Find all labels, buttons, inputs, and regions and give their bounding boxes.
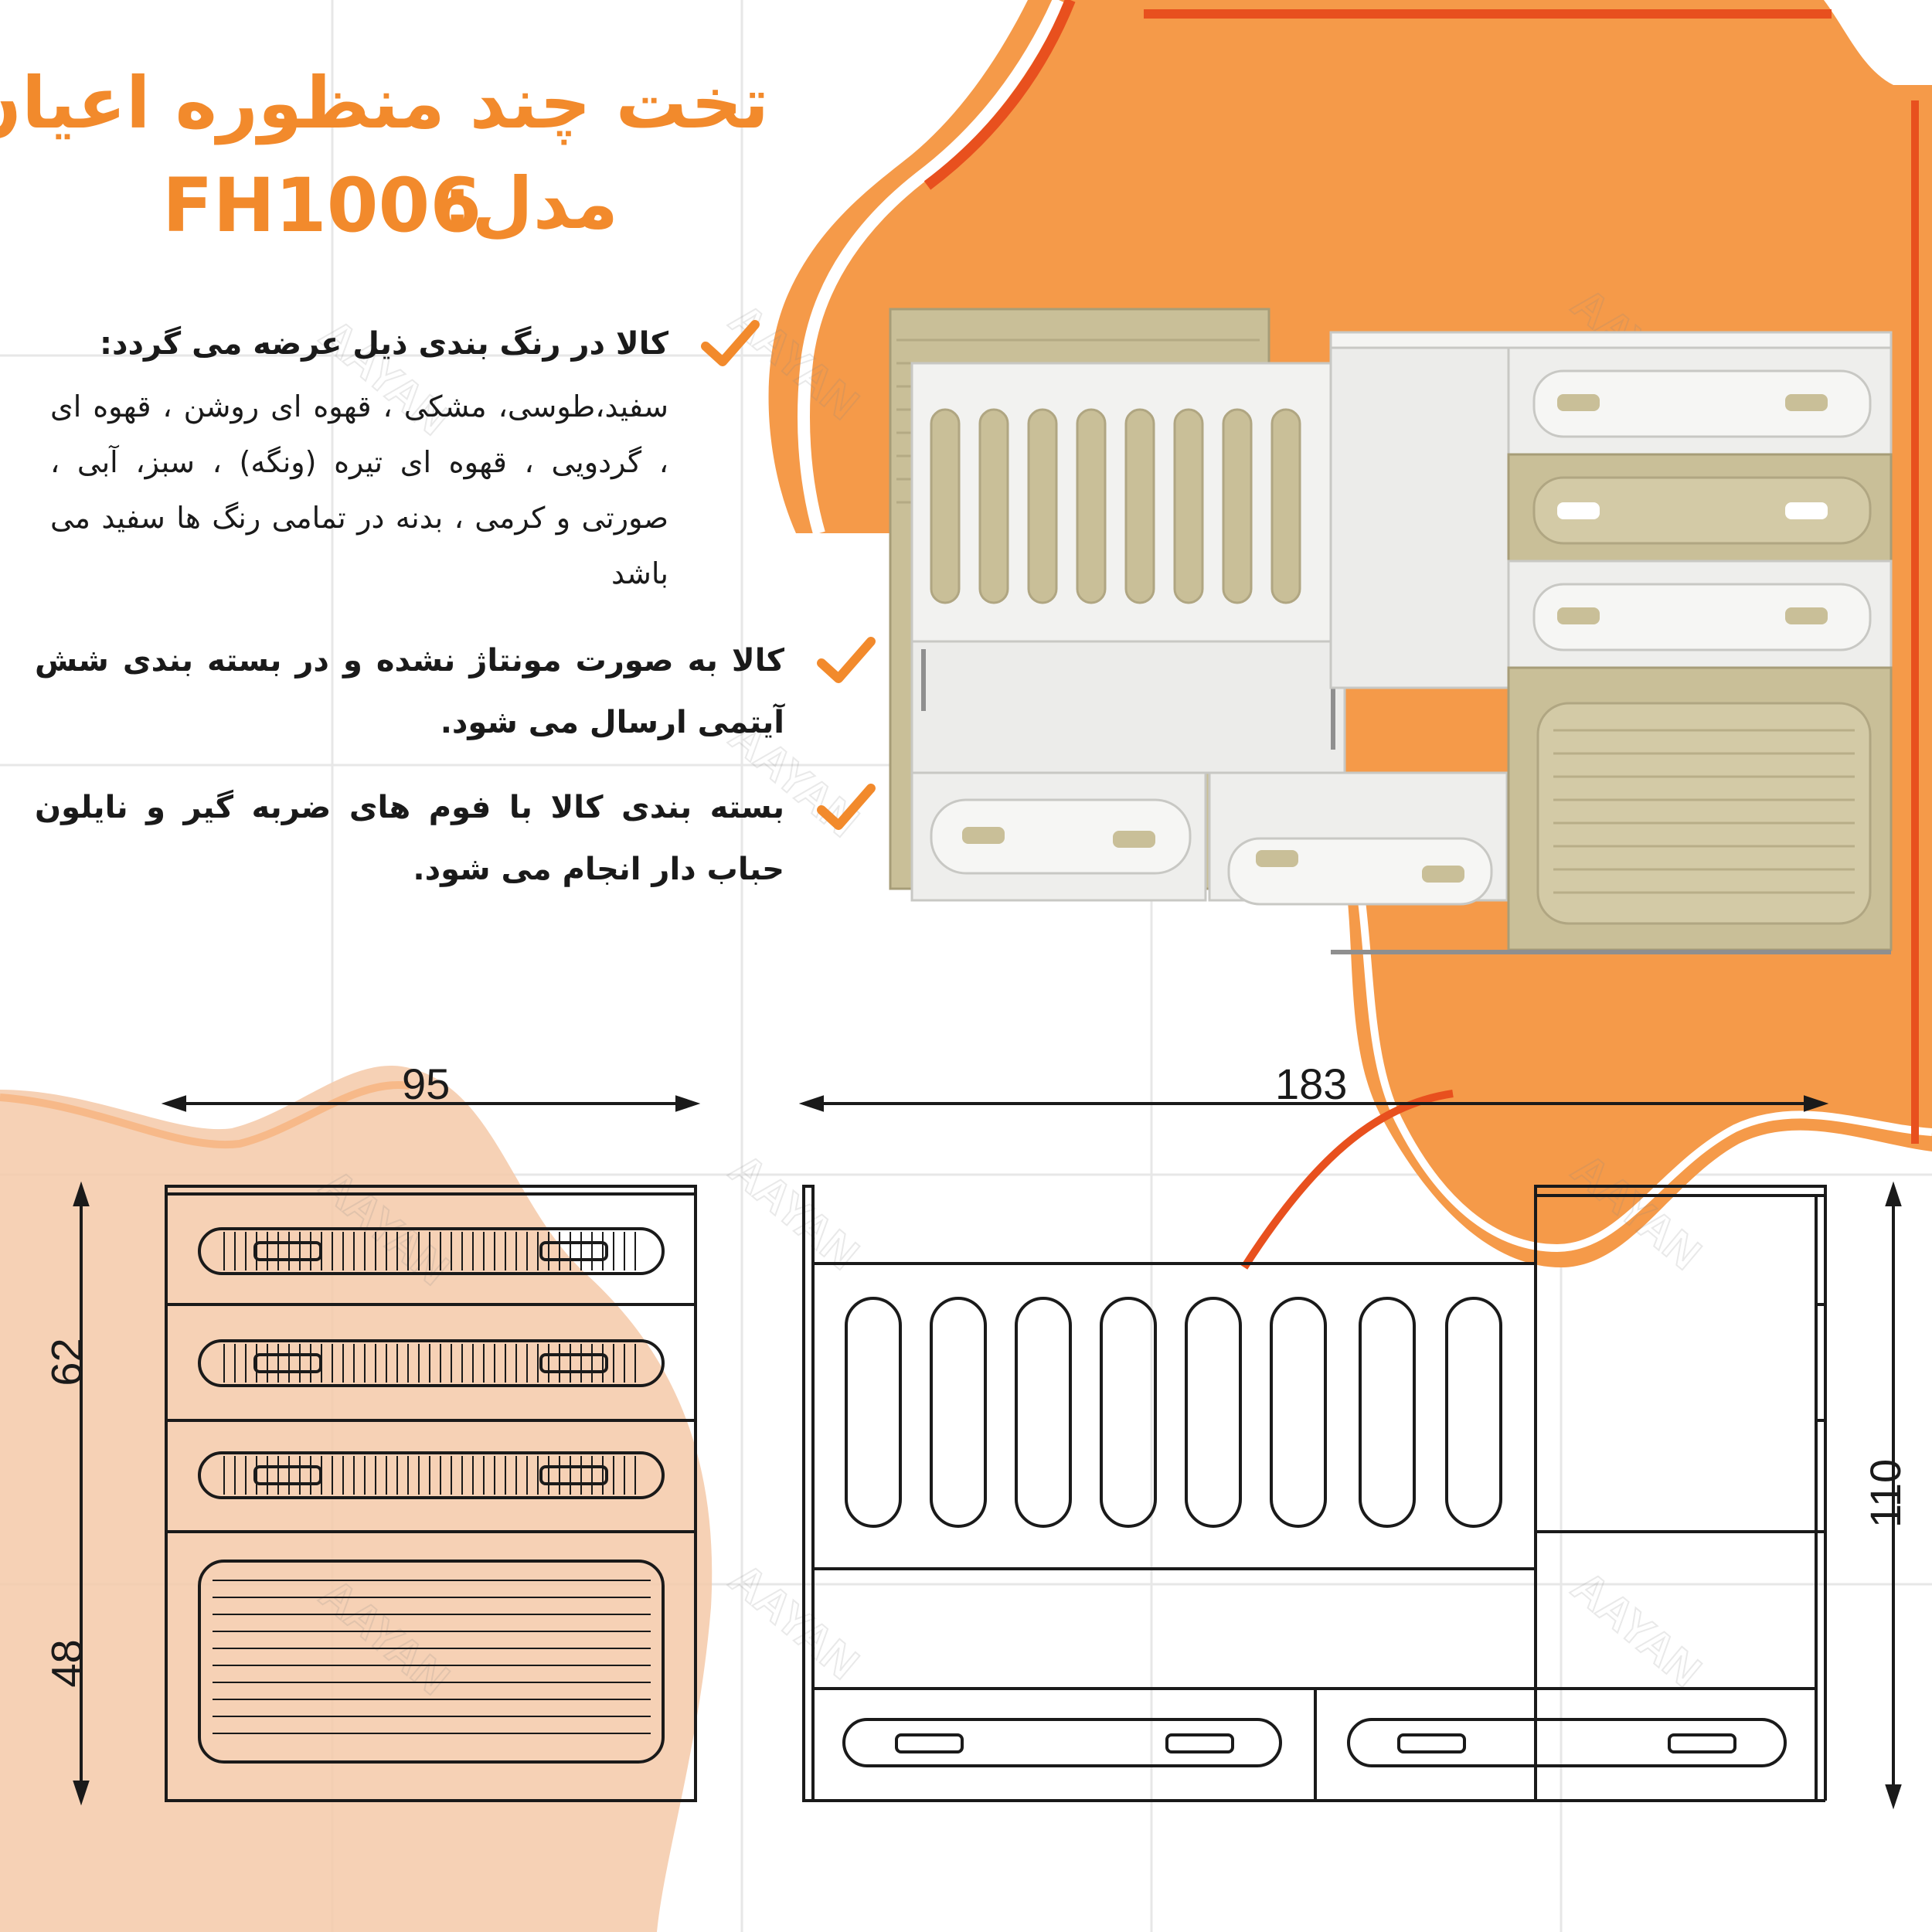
check-icon [701,320,760,366]
feature-colors-body: سفید،طوسی، مشکی ، قهوه ای روشن ، قهوه ای… [50,389,668,590]
feature-colors-heading: کالا در رنگ بندی ذیل عرضه می گردد: [99,326,668,362]
dimension-lower-height: 48 [42,1639,91,1688]
check-icon [817,784,876,830]
product-title: تخت چند منظوره اعیان [0,62,769,145]
check-icon [817,637,876,683]
dimension-depth: 95 [402,1060,451,1108]
feature-packaging: کالا به صورت مونتاژ نشده و در بسته بندی … [35,643,784,740]
model-label: مدل: [443,162,618,245]
dimension-height: 110 [1861,1458,1910,1529]
dimension-upper-height: 62 [42,1338,91,1386]
model-code: FH1006 [162,162,482,249]
feature-protection: بسته بندی کالا با فوم های ضربه گیر و نای… [35,790,784,887]
dimension-length: 183 [1275,1060,1348,1108]
